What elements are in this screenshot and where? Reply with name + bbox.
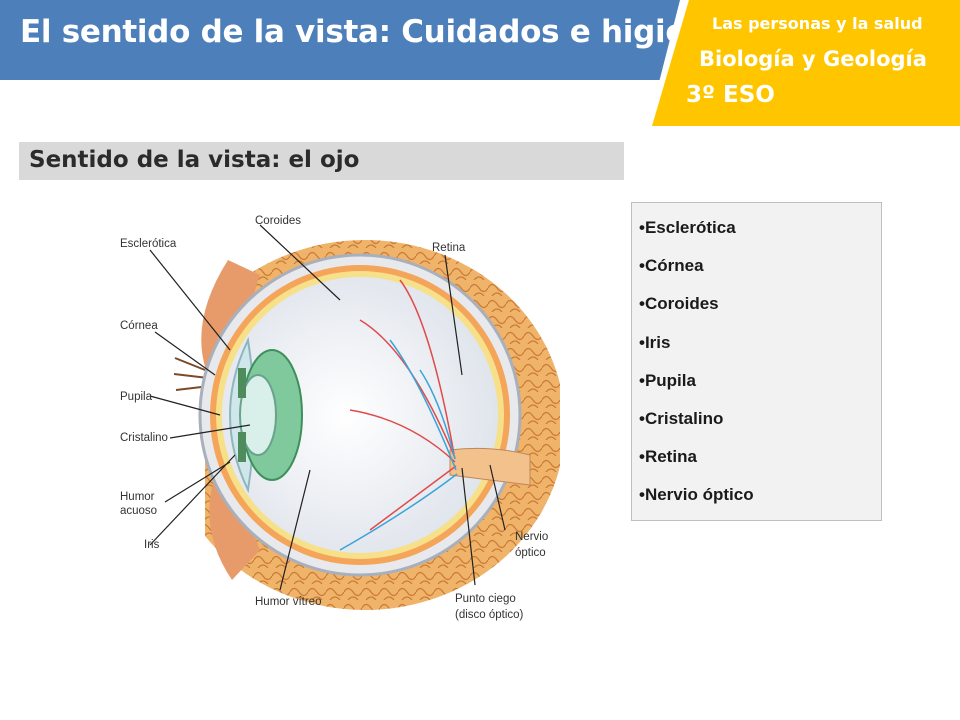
pointer-lines xyxy=(149,224,506,591)
list-item: Córnea xyxy=(639,255,881,293)
veins xyxy=(339,339,458,551)
label-cornea: Córnea xyxy=(120,320,158,332)
course-label: 3º ESO xyxy=(686,82,775,108)
list-item: Retina xyxy=(639,446,881,484)
label-pupila: Pupila xyxy=(120,391,153,403)
eyeball xyxy=(198,253,531,577)
label-punto-ciego-1: Punto ciego xyxy=(455,593,516,605)
list-item: Iris xyxy=(639,332,881,370)
header-title-banner xyxy=(0,0,680,80)
list-item: Coroides xyxy=(639,293,881,331)
lens-shape xyxy=(239,374,277,456)
label-retina: Retina xyxy=(432,242,466,254)
subject-label: Biología y Geología xyxy=(699,47,927,71)
list-item: Cristalino xyxy=(639,408,881,446)
iris-lower xyxy=(238,432,246,462)
topic-label: Las personas y la salud xyxy=(712,14,923,33)
list-item: Pupila xyxy=(639,370,881,408)
section-title: Sentido de la vista: el ojo xyxy=(29,147,360,173)
label-humor-acuoso-2: acuoso xyxy=(120,505,157,517)
label-nervio-optico-2: óptico xyxy=(515,547,546,559)
iris-upper xyxy=(238,368,246,398)
eye-diagram: Esclerótica Coroides Retina Córnea Pupil… xyxy=(110,200,560,640)
list-item: Esclerótica xyxy=(639,217,881,255)
list-item: Nervio óptico xyxy=(639,484,881,522)
label-iris: Iris xyxy=(144,539,160,551)
label-coroides: Coroides xyxy=(255,215,301,227)
label-nervio-optico-1: Nervio xyxy=(515,531,548,543)
page-title: El sentido de la vista: Cuidados e higie… xyxy=(20,14,741,50)
label-cristalino: Cristalino xyxy=(120,432,168,444)
eye-parts-list: Esclerótica Córnea Coroides Iris Pupila … xyxy=(631,202,882,521)
course-banner xyxy=(652,0,960,126)
label-humor-vitreo: Humor vítreo xyxy=(255,596,321,608)
label-humor-acuoso-1: Humor xyxy=(120,491,155,503)
section-bar: Sentido de la vista: el ojo xyxy=(19,142,624,180)
label-punto-ciego-2: (disco óptico) xyxy=(455,609,524,621)
parts-list: Esclerótica Córnea Coroides Iris Pupila … xyxy=(632,203,881,523)
label-esclerotica: Esclerótica xyxy=(120,238,177,250)
